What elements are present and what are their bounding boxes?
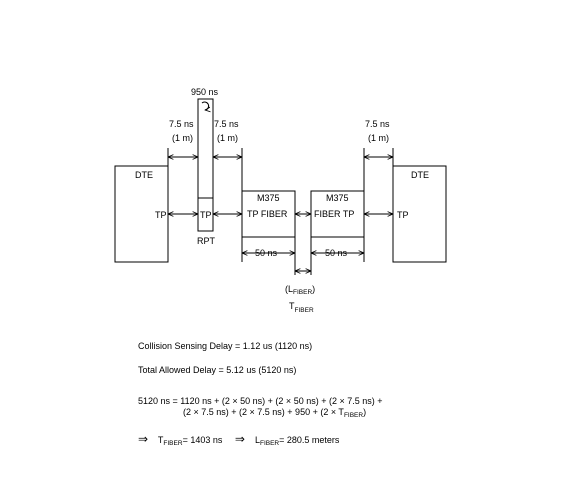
t-fiber-label: TFIBER [289,301,314,314]
rpt-delay-label: 950 ns [191,87,219,97]
t-fiber-result-base: T [157,435,164,445]
rpt-label: RPT [197,236,216,246]
fiber-tp-label: FIBER TP [314,209,354,219]
result-line: ⇒ TFIBER= 1403 ns ⇒ LFIBER= 280.5 meters [138,432,340,449]
m375-delay-left: 50 ns [255,248,278,258]
cable-delay-right: 7.5 ns [365,119,390,129]
cable-length-right: (1 m) [368,133,389,143]
tp-label-dte-right: TP [397,210,409,220]
implies-arrow-icon: ⇒ [138,432,149,446]
tp-label-rpt: TP [200,210,212,220]
delay-sum-close: ) [363,407,367,417]
l-fiber-result-sub: FIBER [259,440,280,447]
tp-fiber-label: TP FIBER [247,209,288,219]
dte-right-label: DTE [411,170,429,180]
collision-sensing-delay-text: Collision Sensing Delay = 1.12 us (1120 … [138,341,313,351]
dte-left-label: DTE [135,170,153,180]
m375-left-label: M375 [257,193,280,203]
repeater-column [197,98,214,199]
implies-arrow-icon: ⇒ [234,432,245,446]
l-fiber-result-base: L [254,435,260,445]
cable-length-left: (1 m) [172,133,193,143]
delay-sum-line-2: (2 × 7.5 ns) + (2 × 7.5 ns) + 950 + (2 ×… [183,407,366,421]
m375-right-label: M375 [326,193,349,203]
t-fiber-result-sub: FIBER [163,440,183,447]
l-fiber-result-value: = 280.5 meters [279,435,340,445]
t-fiber-result-value: = 1403 ns [182,435,223,445]
rpt-loop-arrow [201,101,209,110]
cable-delay-left: 7.5 ns [169,119,194,129]
delay-sum-fiber-subscript: FIBER [343,412,364,419]
m375-delay-right: 50 ns [325,248,348,258]
l-fiber-label: (LFIBER) [285,284,315,296]
tp-label-dte-left: TP [155,210,167,220]
total-allowed-delay-text: Total Allowed Delay = 5.12 us (5120 ns) [138,365,297,375]
delay-sum-line-1: 5120 ns = 1120 ns + (2 × 50 ns) + (2 × 5… [138,396,383,406]
cable-delay-mid: 7.5 ns [214,119,239,129]
cable-length-mid: (1 m) [217,133,238,143]
delay-sum-line-2-text: (2 × 7.5 ns) + (2 × 7.5 ns) + 950 + (2 ×… [183,407,344,417]
